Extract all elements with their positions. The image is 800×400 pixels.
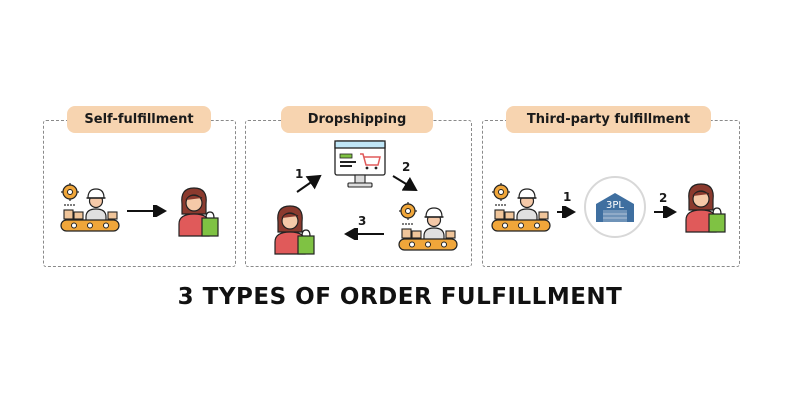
arrow-icon — [344, 228, 384, 240]
arrow-icon — [557, 206, 576, 218]
shopper-icon — [685, 183, 726, 233]
page-title: 3 TYPES OF ORDER FULFILLMENT — [177, 284, 623, 310]
step-number: 1 — [295, 167, 304, 181]
warehouse-label: 3PL — [606, 200, 624, 211]
shopper-icon — [274, 205, 315, 255]
step-number: 2 — [659, 191, 668, 205]
factory-worker-icon — [60, 183, 120, 232]
step-number: 3 — [358, 214, 367, 228]
arrow-icon — [392, 175, 418, 192]
label-dropshipping: Dropshipping — [281, 106, 433, 133]
arrow-icon — [296, 174, 322, 193]
arrow-icon — [127, 205, 167, 217]
shopper-icon — [178, 187, 219, 237]
warehouse-3pl-icon: 3PL — [584, 176, 646, 238]
step-number: 2 — [402, 160, 411, 174]
step-number: 1 — [563, 190, 572, 204]
factory-worker-icon — [491, 183, 551, 232]
factory-worker-icon — [398, 202, 458, 251]
label-third-party-fulfillment: Third-party fulfillment — [506, 106, 711, 133]
computer-shop-icon — [334, 140, 386, 188]
arrow-icon — [654, 206, 677, 218]
label-self-fulfillment: Self-fulfillment — [67, 106, 211, 133]
